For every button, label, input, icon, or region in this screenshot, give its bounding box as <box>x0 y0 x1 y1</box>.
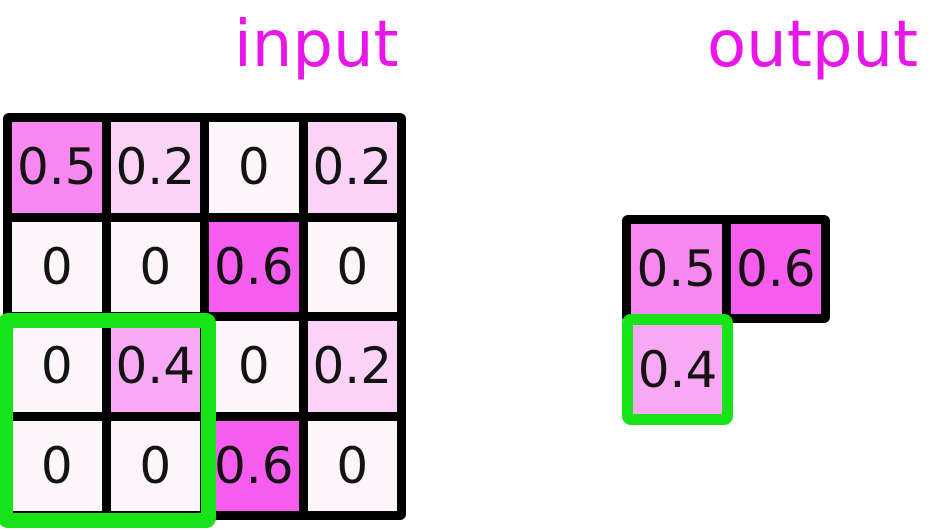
input-grid-cell: 0 <box>307 420 397 511</box>
input-grid-cell: 0.4 <box>110 321 200 412</box>
input-grid-cell: 0 <box>209 122 299 213</box>
input-grid-cell: 0.5 <box>12 122 102 213</box>
input-grid-cell: 0 <box>12 420 102 511</box>
input-grid-cell: 0 <box>110 221 200 312</box>
input-grid-cell: 0.2 <box>307 122 397 213</box>
input-grid-cell: 0 <box>110 420 200 511</box>
input-grid-cell: 0 <box>209 321 299 412</box>
output-grid-cell: 0.6 <box>730 224 821 314</box>
pooling-window-highlight <box>0 313 216 528</box>
input-grid-cell: 0.2 <box>307 321 397 412</box>
input-grid-cell: 0.6 <box>209 221 299 312</box>
input-title: input <box>234 8 399 82</box>
output-grid-cell: 0.5 <box>631 224 722 314</box>
input-grid-cell: 0 <box>12 321 102 412</box>
input-grid-cell: 0.6 <box>209 420 299 511</box>
output-cell-highlighted: 0.4 <box>622 314 733 425</box>
input-grid-cell: 0 <box>307 221 397 312</box>
input-grid-cell: 0 <box>12 221 102 312</box>
input-grid-cell: 0.2 <box>110 122 200 213</box>
output-title: output <box>707 8 919 82</box>
